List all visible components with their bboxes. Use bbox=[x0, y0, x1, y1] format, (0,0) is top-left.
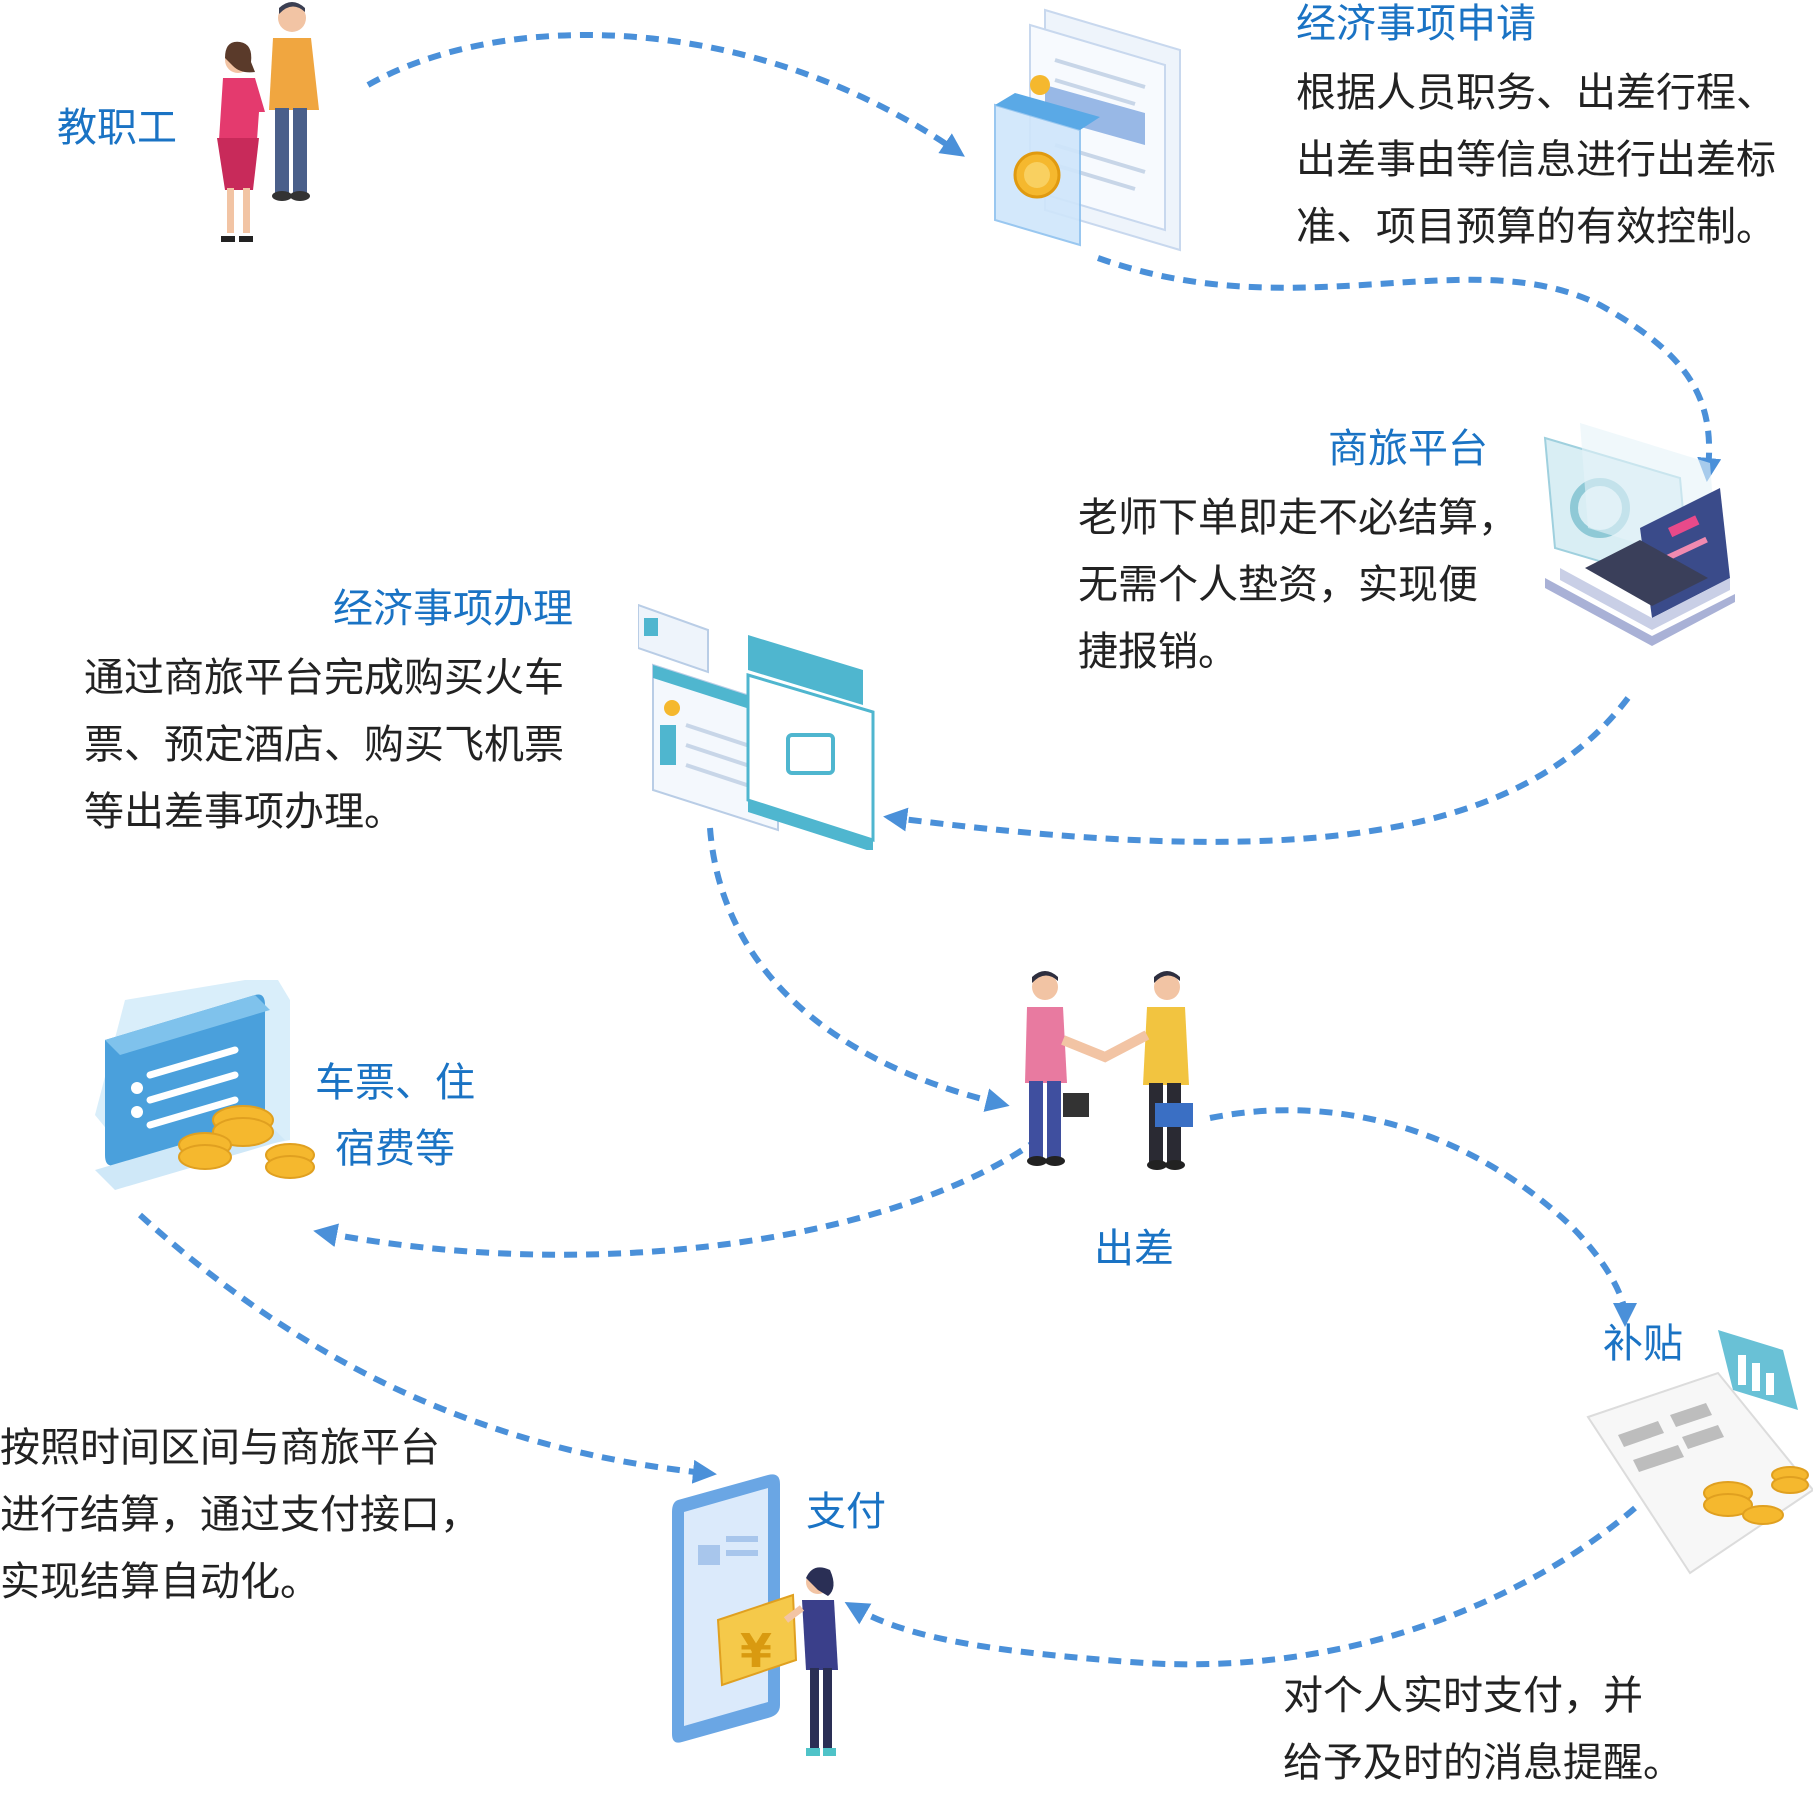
apply-title: 经济事项申请 bbox=[1296, 1, 1536, 47]
arrow-tickets-to-pay bbox=[137, 1212, 717, 1484]
arrow-trip-to-subsidy bbox=[1209, 1107, 1637, 1327]
document-coin-icon bbox=[994, 8, 1181, 252]
arrow-handle-to-trip bbox=[707, 827, 1010, 1112]
card-coins-icon bbox=[95, 980, 315, 1190]
yen-sign: ¥ bbox=[740, 1624, 772, 1678]
arrow-trip-to-tickets bbox=[313, 1135, 1042, 1258]
arrow-apply-to-platform bbox=[1096, 255, 1722, 482]
subsidy-description: 对个人实时支付，并 给予及时的消息提醒。 bbox=[1283, 1673, 1683, 1786]
staff-illustration-icon bbox=[217, 2, 319, 242]
tickets-title: 车票、住 宿费等 bbox=[315, 1060, 475, 1172]
pay-description: 按照时间区间与商旅平台 进行结算，通过支付接口， 实现结算自动化。 bbox=[0, 1425, 480, 1605]
platform-title: 商旅平台 bbox=[1328, 426, 1488, 472]
handshake-icon bbox=[1025, 971, 1193, 1170]
handle-description: 通过商旅平台完成购买火车 票、预定酒店、购买飞机票 等出差事项办理。 bbox=[84, 655, 564, 835]
trip-title: 出差 bbox=[1094, 1226, 1174, 1272]
platform-description: 老师下单即走不必结算， 无需个人垫资，实现便 捷报销。 bbox=[1078, 495, 1518, 675]
arrow-staff-to-apply bbox=[366, 32, 965, 157]
staff-title: 教职工 bbox=[57, 105, 177, 151]
laptop-icon bbox=[1543, 423, 1735, 646]
subsidy-title: 补贴 bbox=[1603, 1321, 1683, 1367]
handle-title: 经济事项办理 bbox=[333, 586, 573, 632]
apply-description: 根据人员职务、出差行程、 出差事由等信息进行出差标 准、项目预算的有效控制。 bbox=[1296, 70, 1776, 250]
web-cards-icon bbox=[638, 603, 875, 850]
pay-title: 支付 bbox=[806, 1489, 886, 1535]
report-coins-icon bbox=[1586, 1330, 1813, 1575]
arrow-subsidy-to-pay bbox=[844, 1505, 1637, 1668]
phone-payment-icon: ¥ bbox=[672, 1474, 838, 1756]
arrow-platform-to-handle bbox=[883, 696, 1631, 845]
